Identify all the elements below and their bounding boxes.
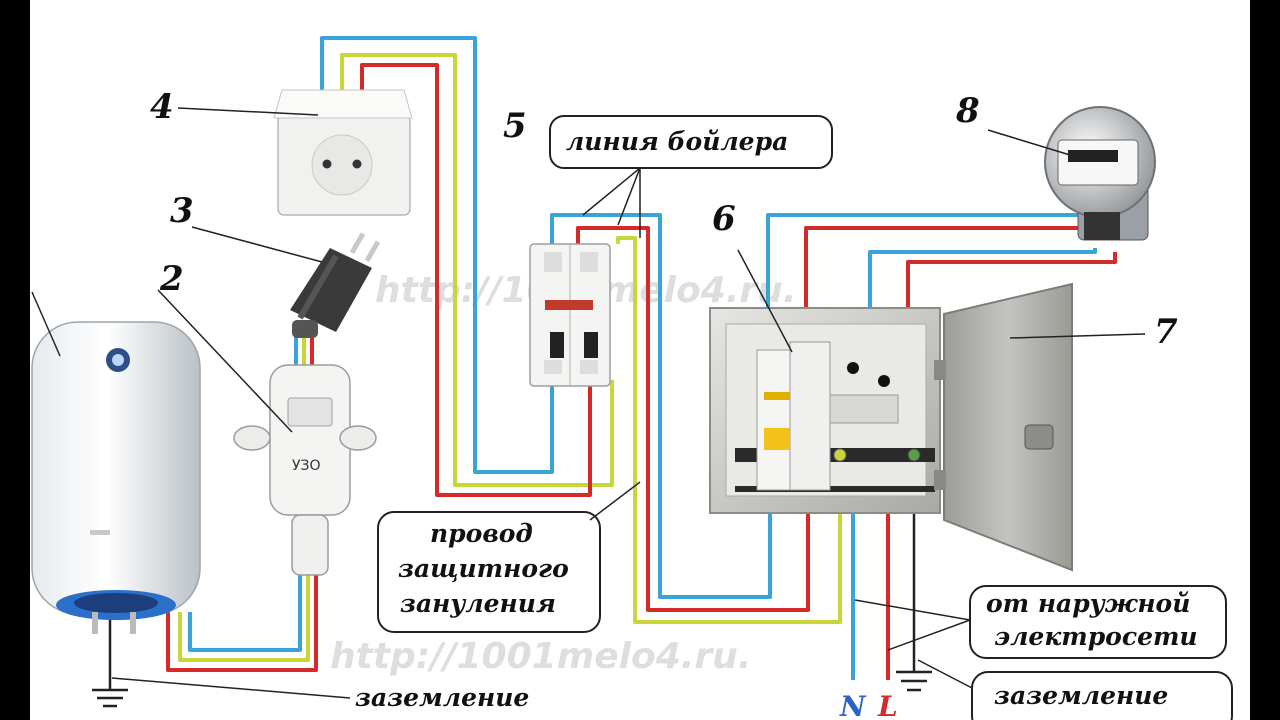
leader-2 bbox=[157, 289, 293, 433]
wire-boiler-neutral bbox=[188, 575, 302, 652]
protective-wire-box bbox=[377, 511, 601, 633]
boiler-line-label: линия бойлера bbox=[566, 127, 788, 156]
number-4: 4 bbox=[150, 87, 174, 127]
protective-label-line3: зануления bbox=[400, 589, 556, 618]
electricity-meter-icon bbox=[1044, 106, 1156, 241]
number-3: 3 bbox=[170, 191, 194, 231]
outer-network-box bbox=[969, 585, 1227, 659]
outer-label-line1: от наружной bbox=[986, 589, 1190, 618]
number-2: 2 bbox=[159, 259, 184, 299]
wire-phase-socket bbox=[360, 63, 592, 497]
terminal-ground bbox=[833, 448, 847, 462]
outer-label-line2: электросети bbox=[994, 622, 1198, 651]
number-6: 6 bbox=[712, 199, 736, 239]
ground-left-label: заземление bbox=[355, 683, 529, 712]
electrical-panel-icon bbox=[709, 282, 1073, 572]
boiler-line-pointers bbox=[582, 167, 641, 238]
leader-1 bbox=[31, 291, 61, 357]
leader-7 bbox=[1009, 333, 1146, 339]
protective-pointer bbox=[589, 481, 641, 521]
leader-4 bbox=[177, 107, 319, 116]
uzo-label: УЗО bbox=[292, 458, 321, 474]
wire-neutral-line bbox=[550, 213, 772, 599]
number-5: 5 bbox=[503, 106, 527, 146]
socket-icon bbox=[273, 89, 413, 216]
protective-label-line1: провод bbox=[430, 519, 533, 548]
number-7: 7 bbox=[1154, 312, 1178, 352]
ground-symbol-icon bbox=[92, 615, 128, 708]
circuit-breaker-icon bbox=[529, 243, 611, 387]
wire-phase-line bbox=[576, 226, 810, 612]
water-heater-icon bbox=[31, 321, 201, 634]
leader-8 bbox=[987, 129, 1071, 156]
ground-right-label: заземление bbox=[994, 681, 1168, 710]
ground-right-box bbox=[971, 671, 1233, 720]
ground-symbol-icon-2 bbox=[896, 455, 932, 692]
outer-pointers bbox=[854, 599, 971, 651]
ground-right-pointer bbox=[917, 659, 973, 689]
watermark-bottom: http://1001melo4.ru. bbox=[330, 636, 752, 677]
pole-n-label: N bbox=[839, 690, 867, 720]
wire-boiler-phase bbox=[166, 575, 318, 672]
leader-3 bbox=[191, 226, 323, 263]
pole-l-label: L bbox=[877, 690, 898, 720]
terminal-ground-2 bbox=[907, 448, 921, 462]
boiler-line-box bbox=[549, 115, 833, 169]
rcd-device-icon: УЗО bbox=[233, 364, 377, 576]
leader-6 bbox=[737, 249, 793, 353]
junction-n bbox=[847, 362, 859, 374]
ground-left-pointer bbox=[111, 677, 351, 699]
wire-ground-socket bbox=[340, 53, 614, 487]
wire-ground-line bbox=[616, 236, 842, 624]
number-8: 8 bbox=[955, 91, 980, 131]
wire-neutral-socket bbox=[320, 36, 554, 474]
wire-boiler-ground bbox=[178, 575, 310, 662]
junction-l bbox=[878, 375, 890, 387]
plug-icon bbox=[290, 232, 381, 338]
protective-label-line2: защитного bbox=[398, 554, 569, 583]
